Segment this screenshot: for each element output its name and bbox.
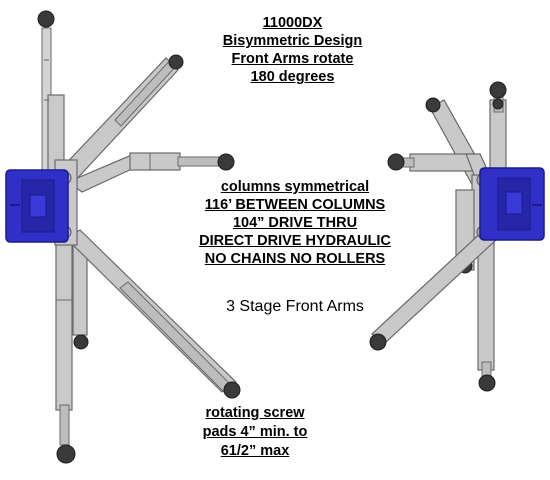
right-horizontal-pad (387, 153, 405, 171)
left-upper-diagonal-pad (168, 54, 184, 70)
spec-block: columns symmetrical 116’ BETWEEN COLUMNS… (170, 178, 420, 268)
spec-line: NO CHAINS NO ROLLERS (204, 251, 386, 267)
right-upper-diagonal-pad (425, 97, 441, 113)
pads-block: rotating screw pads 4” min. to 61/2” max (180, 404, 330, 461)
spec-line: columns symmetrical (220, 179, 370, 195)
left-mid-pad (73, 334, 89, 350)
left-bottom-pad (56, 444, 76, 464)
left-upper-diagonal-arm (57, 54, 184, 185)
left-vertical-down-arm (55, 239, 76, 464)
left-horizontal-pad (217, 153, 235, 171)
right-lift-column-assembly (369, 81, 545, 392)
title-line: Bisymmetric Design (222, 33, 363, 49)
right-bottom-pad (478, 374, 496, 392)
left-lift-column-assembly (5, 10, 241, 464)
spec-line: 104” DRIVE THRU (232, 215, 358, 231)
right-top-pad (489, 81, 507, 99)
arms-label: 3 Stage Front Arms (226, 298, 364, 315)
left-column-base (5, 169, 69, 243)
left-horizontal-arm (66, 152, 235, 193)
left-long-diagonal-arm (65, 229, 241, 399)
right-top-vertical-arm (489, 81, 507, 186)
title-line: Front Arms rotate (231, 51, 354, 67)
pads-line: 61/2” max (220, 443, 290, 459)
spec-line: 116’ BETWEEN COLUMNS (204, 197, 386, 213)
pads-line: pads 4” min. to (202, 424, 308, 440)
spec-line: DIRECT DRIVE HYDRAULIC (199, 233, 391, 249)
title-block: 11000DX Bisymmetric Design Front Arms ro… (200, 14, 385, 86)
pads-line: rotating screw (205, 405, 305, 421)
left-top-pad (37, 10, 55, 28)
title-line: 11000DX (262, 15, 323, 31)
right-long-diagonal-pad (369, 333, 387, 351)
title-line: 180 degrees (250, 69, 335, 85)
left-long-diagonal-pad (223, 381, 241, 399)
right-column-base (479, 167, 545, 241)
right-vertical-down-arm (477, 239, 496, 392)
left-second-vertical-arm (72, 239, 89, 350)
